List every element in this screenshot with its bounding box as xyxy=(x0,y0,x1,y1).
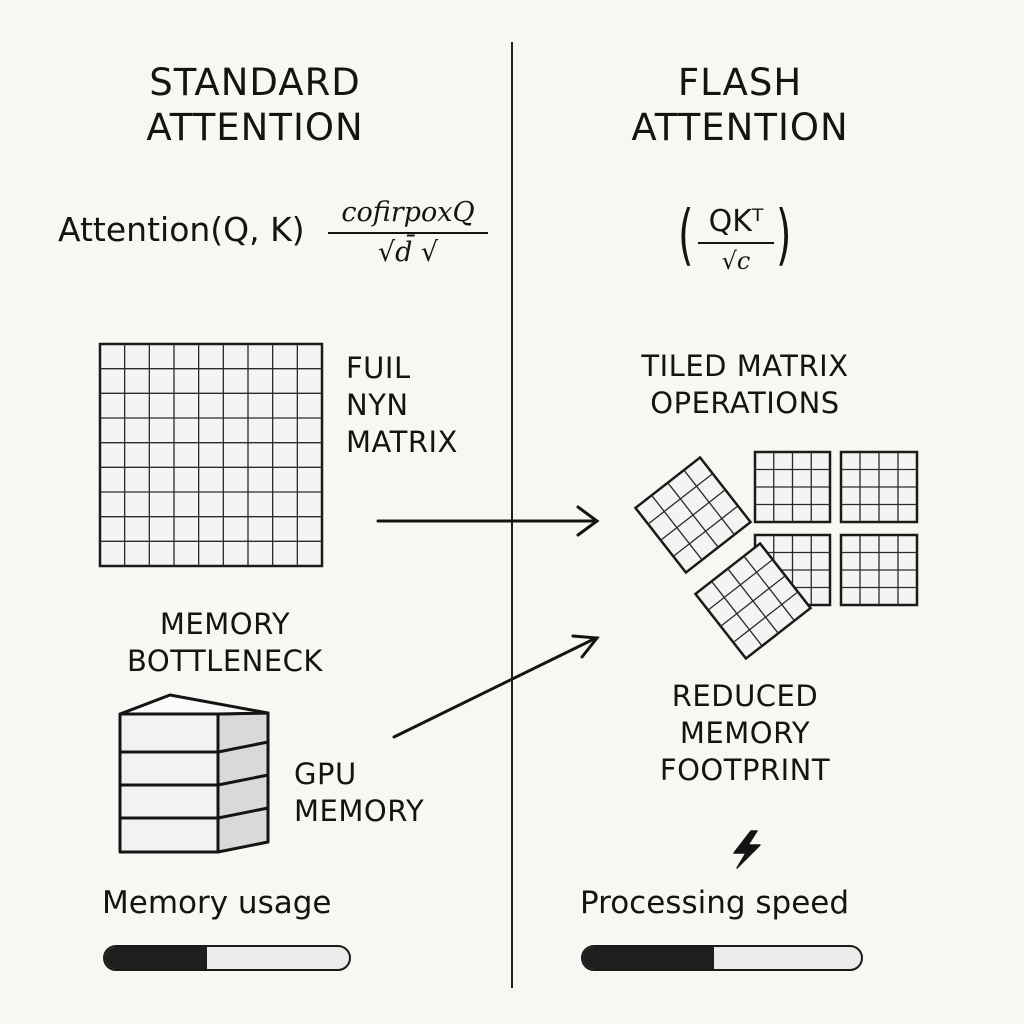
memory-bottleneck-label: MEMORY BOTTLENECK xyxy=(127,607,323,678)
tile-top-right xyxy=(839,450,919,524)
arrow-matrix-to-tiles xyxy=(376,505,600,537)
reduced-memory-label: REDUCED MEMORY FOOTPRINT xyxy=(659,679,831,787)
full-matrix-cells xyxy=(98,342,324,568)
arrow-gpu-to-tiles xyxy=(392,634,600,739)
tile-bottom-right xyxy=(839,533,919,607)
processing-speed-bar xyxy=(581,945,863,971)
flash-fraction-bar xyxy=(698,242,774,244)
processing-speed-label: Processing speed xyxy=(580,885,850,921)
full-matrix-label: FUIL NYN MATRIX xyxy=(346,351,458,459)
flash-attention-formula: ( QKᵀ √c ) xyxy=(678,196,798,286)
flash-formula-numerator: QKᵀ xyxy=(708,204,764,239)
formula-fraction: cofirpoxQ √d̄ √ xyxy=(328,196,488,270)
flash-attention-heading: FLASH ATTENTION xyxy=(631,61,849,149)
formula-paren-left: ( xyxy=(678,196,694,273)
processing-speed-bar-fill xyxy=(583,947,714,969)
formula-denominator: √d̄ √ xyxy=(377,237,439,268)
formula-paren-right: ) xyxy=(776,196,792,273)
formula-lhs: Attention(Q, K) xyxy=(58,210,305,249)
standard-attention-formula: Attention(Q, K) cofirpoxQ √d̄ √ xyxy=(58,196,498,296)
memory-usage-label: Memory usage xyxy=(102,885,332,921)
gpu-memory-label: GPU MEMORY xyxy=(294,757,425,828)
fraction-bar xyxy=(328,232,488,234)
formula-numerator: cofirpoxQ xyxy=(341,197,475,228)
tile-top-middle xyxy=(753,450,832,524)
flash-formula-fraction: QKᵀ √c xyxy=(698,204,774,276)
tile-rotated-left xyxy=(633,455,753,575)
flash-formula-denominator: √c xyxy=(721,247,751,275)
memory-usage-bar xyxy=(103,945,351,971)
standard-attention-heading: STANDARD ATTENTION xyxy=(146,61,364,149)
memory-usage-bar-fill xyxy=(105,947,208,969)
tiled-matrix-label: TILED MATRIX OPERATIONS xyxy=(641,349,849,420)
tile-rotated-bottom xyxy=(693,541,813,661)
